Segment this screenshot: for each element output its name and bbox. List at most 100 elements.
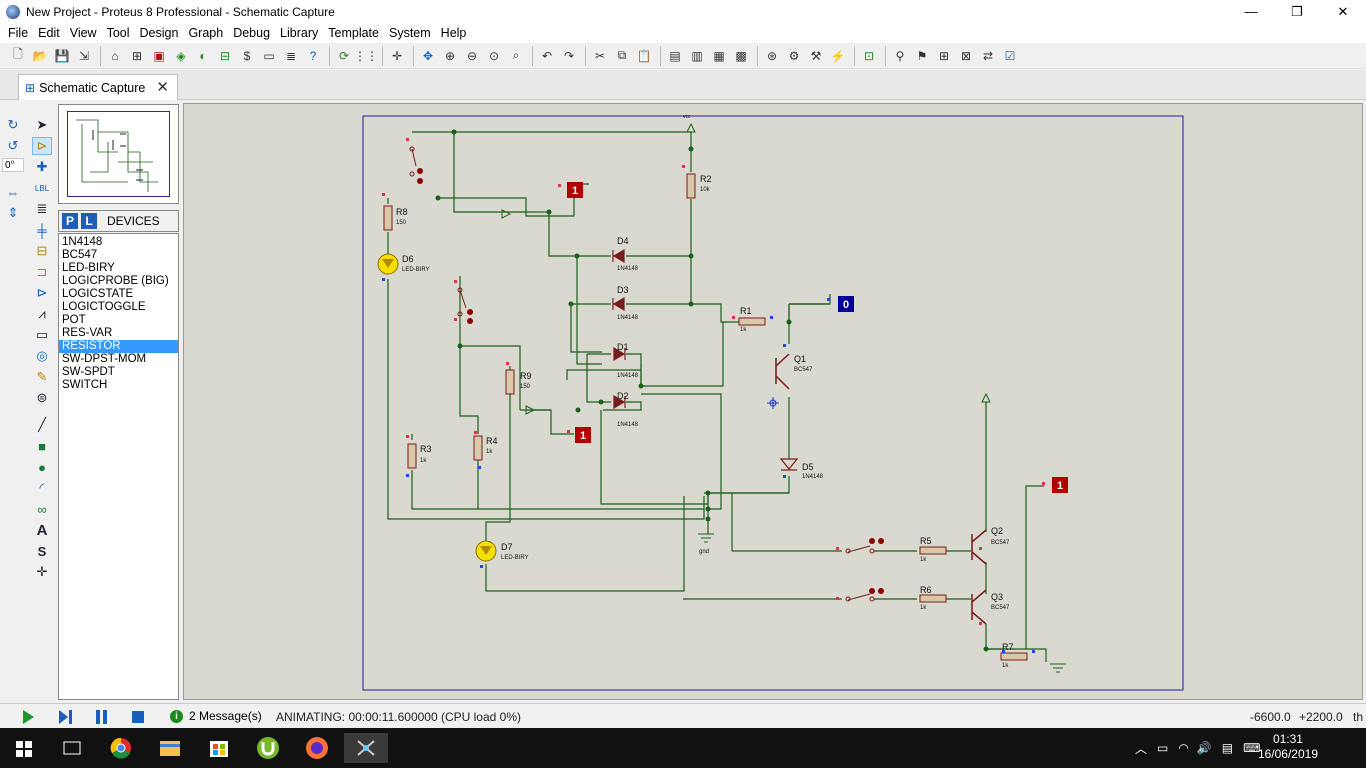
stop-icon[interactable] <box>130 709 146 725</box>
import-icon[interactable]: ⇲ <box>78 48 90 63</box>
store-icon[interactable] <box>197 733 241 763</box>
windows-start-icon[interactable] <box>2 733 46 763</box>
taskbar-clock[interactable]: 01:31 16/06/2019 <box>1258 732 1318 762</box>
undo-icon[interactable]: ↶ <box>541 48 553 63</box>
virtual-instruments-icon[interactable]: ⊜ <box>36 390 48 405</box>
menu-view[interactable]: View <box>69 26 97 40</box>
minimize-button[interactable]: — <box>1244 4 1258 19</box>
utorrent-icon[interactable] <box>246 733 290 763</box>
pan-icon[interactable]: ✥ <box>422 48 434 63</box>
text-tool-icon[interactable]: A <box>36 521 48 539</box>
save-icon[interactable]: 💾 <box>54 48 70 63</box>
message-count[interactable]: i 2 Message(s) <box>170 709 262 723</box>
device-item[interactable]: SW-DPST-MOM <box>62 353 147 365</box>
tab-schematic-capture[interactable]: ⊞ Schematic Capture ✕ <box>18 74 178 100</box>
origin-icon[interactable]: ✛ <box>391 48 403 63</box>
box-tool-icon[interactable]: ■ <box>38 438 46 454</box>
refresh-icon[interactable]: ⟳ <box>338 48 350 63</box>
menu-edit[interactable]: Edit <box>38 26 60 40</box>
rotation-field[interactable] <box>2 158 24 172</box>
firefox-icon[interactable] <box>295 733 339 763</box>
selection-mode-icon[interactable]: ➤ <box>36 117 48 132</box>
copy-icon[interactable]: ⧉ <box>617 48 627 62</box>
keyboard-icon[interactable]: ⌨ <box>1243 741 1261 755</box>
line-tool-icon[interactable]: ╱ <box>38 417 46 432</box>
property-tool-icon[interactable]: ⚑ <box>916 48 928 63</box>
menu-template[interactable]: Template <box>328 26 379 40</box>
rotate-anticlockwise-icon[interactable]: ↺ <box>7 138 19 153</box>
marker-tool-icon[interactable]: ✛ <box>36 564 48 579</box>
rotate-clockwise-icon[interactable]: ↻ <box>7 117 19 132</box>
task-view-icon[interactable] <box>50 733 94 763</box>
mirror-x-icon[interactable]: ⇔ <box>6 184 20 200</box>
device-item[interactable]: LOGICTOGGLE <box>62 301 146 313</box>
wire-autorouter-icon[interactable]: ⊡ <box>863 48 875 63</box>
schematic-icon[interactable]: ⊞ <box>131 48 143 63</box>
device-item[interactable]: LOGICPROBE (BIG) <box>62 275 169 287</box>
device-item[interactable]: LOGICSTATE <box>62 288 134 300</box>
block-rotate-icon[interactable]: ▦ <box>713 48 725 63</box>
zoom-area-icon[interactable]: ⌕ <box>512 48 520 62</box>
design-explorer-icon[interactable]: ⊟ <box>219 48 231 63</box>
subcircuit-icon[interactable]: ⊟ <box>36 243 48 258</box>
chrome-icon[interactable] <box>99 733 143 763</box>
tab-close-icon[interactable]: ✕ <box>156 79 169 96</box>
pick-from-library-button[interactable]: P <box>62 213 78 229</box>
terminals-icon[interactable]: ⊐ <box>36 264 48 279</box>
home-icon[interactable]: ⌂ <box>111 48 119 63</box>
path-tool-icon[interactable]: ∞ <box>37 501 47 517</box>
search-tag-icon[interactable]: ⚲ <box>895 48 905 63</box>
block-delete-icon[interactable]: ▩ <box>735 48 747 63</box>
decompose-icon[interactable]: ⚡ <box>830 48 846 63</box>
device-item[interactable]: POT <box>62 314 86 326</box>
menu-system[interactable]: System <box>388 26 431 40</box>
volume-icon[interactable]: 🔊 <box>1196 741 1212 755</box>
notes-icon[interactable]: ≣ <box>285 48 297 63</box>
device-item[interactable]: SWITCH <box>62 379 108 391</box>
battery-icon[interactable]: ▭ <box>1157 741 1169 755</box>
symbol-tool-icon[interactable]: S <box>37 543 47 559</box>
device-item[interactable]: RES-VAR <box>62 327 113 339</box>
3d-view-icon[interactable]: ◈ <box>176 48 186 63</box>
device-item[interactable]: BC547 <box>62 249 98 261</box>
graph-mode-icon[interactable]: ⩘ <box>38 306 46 321</box>
paste-icon[interactable]: 📋 <box>636 48 652 63</box>
pcb-icon[interactable]: ▣ <box>153 48 165 63</box>
grid-icon[interactable]: ⋮⋮ <box>354 48 378 63</box>
action-center-icon[interactable]: ▤ <box>1221 741 1234 755</box>
help-icon[interactable]: ? <box>309 48 317 63</box>
pick-device-icon[interactable]: ⊛ <box>766 48 778 63</box>
wire-label-icon[interactable]: LBL <box>34 183 50 193</box>
overview-window[interactable] <box>58 104 179 204</box>
buses-icon[interactable]: ╪ <box>37 222 47 238</box>
device-item[interactable]: LED-BIRY <box>62 262 115 274</box>
arc-tool-icon[interactable]: ◜ <box>39 480 45 495</box>
component-mode-icon[interactable]: ⊳ <box>32 137 52 155</box>
restore-button[interactable]: ❐ <box>1291 3 1303 19</box>
proteus-taskbar-icon[interactable] <box>344 733 388 763</box>
bom-icon[interactable]: $ <box>243 48 251 63</box>
pause-icon[interactable] <box>93 709 109 725</box>
menu-graph[interactable]: Graph <box>188 26 224 40</box>
cut-icon[interactable]: ✂ <box>594 48 606 63</box>
menu-tool[interactable]: Tool <box>106 26 130 40</box>
open-folder-icon[interactable]: 📂 <box>32 48 48 63</box>
gerber-icon[interactable]: ◐ <box>199 48 207 63</box>
mirror-y-icon[interactable]: ⇕ <box>7 205 19 220</box>
voltage-probe-icon[interactable]: ✎ <box>36 369 48 384</box>
electrical-rule-check-icon[interactable]: ☑ <box>1004 48 1016 63</box>
device-item-selected[interactable]: RESISTOR <box>59 340 178 353</box>
zoom-out-icon[interactable]: ⊖ <box>466 48 478 63</box>
circle-tool-icon[interactable]: ● <box>38 459 46 475</box>
packaging-icon[interactable]: ⚒ <box>810 48 822 63</box>
file-explorer-icon[interactable] <box>148 733 192 763</box>
device-pins-icon[interactable]: ⊳ <box>36 285 48 300</box>
menu-library[interactable]: Library <box>280 26 319 40</box>
new-sheet-icon[interactable]: ⊞ <box>938 48 950 63</box>
device-item[interactable]: SW-SPDT <box>62 366 115 378</box>
switch-buttons[interactable] <box>417 168 884 594</box>
menu-design[interactable]: Design <box>139 26 179 40</box>
block-move-icon[interactable]: ▥ <box>691 48 703 63</box>
generator-icon[interactable]: ◎ <box>36 348 48 363</box>
library-manager-button[interactable]: L <box>81 213 97 229</box>
